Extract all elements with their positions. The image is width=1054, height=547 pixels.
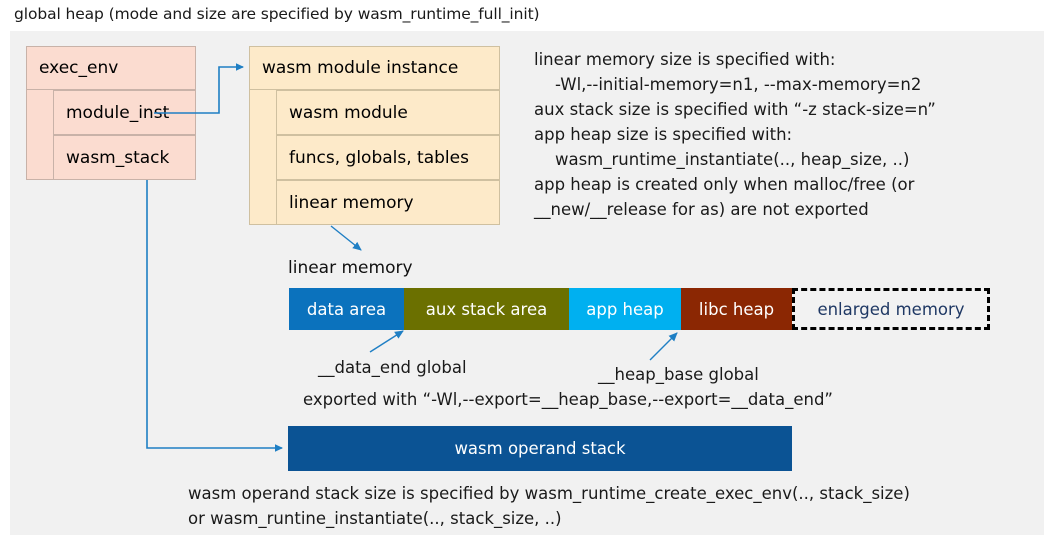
module-instance-title: wasm module instance <box>262 58 459 78</box>
memory-segment-aux-stack-area: aux stack area <box>404 288 569 330</box>
memory-segment-enlarged-memory: enlarged memory <box>792 288 990 330</box>
exec-env-field-label: wasm_stack <box>66 147 170 168</box>
page-title: global heap (mode and size are specified… <box>14 5 540 23</box>
exec-env-field-module-inst: module_inst <box>53 90 196 135</box>
module-instance-field-label: linear memory <box>289 192 414 213</box>
linear-memory-label: linear memory <box>288 258 413 278</box>
memory-segment-label: libc heap <box>698 299 775 319</box>
memory-segment-label: data area <box>306 299 387 319</box>
module-instance-field-wasm-module: wasm module <box>276 90 500 135</box>
exec-env-field-wasm-stack: wasm_stack <box>53 135 196 180</box>
annotation-data-end: __data_end global <box>318 358 467 377</box>
memory-segment-label: enlarged memory <box>817 299 965 319</box>
module-instance-field-funcs-globals-tables: funcs, globals, tables <box>276 135 500 180</box>
annotation-exported-with: exported with “-Wl,--export=__heap_base,… <box>303 390 833 409</box>
operand-stack-note: wasm operand stack size is specified by … <box>188 484 910 528</box>
exec-env-header: exec_env <box>26 46 196 90</box>
module-instance-field-label: funcs, globals, tables <box>289 147 469 168</box>
module-instance-field-label: wasm module <box>289 102 408 123</box>
module-instance-header: wasm module instance <box>249 46 500 90</box>
wasm-operand-stack-box: wasm operand stack <box>288 426 792 471</box>
memory-segment-label: aux stack area <box>425 299 548 319</box>
exec-env-field-label: module_inst <box>66 102 170 123</box>
linear-memory-notes: linear memory size is specified with: -W… <box>534 50 936 219</box>
annotation-heap-base: __heap_base global <box>598 365 759 384</box>
module-instance-field-linear-memory: linear memory <box>276 180 500 225</box>
memory-segment-data-area: data area <box>289 288 404 330</box>
exec-env-title: exec_env <box>39 58 119 78</box>
memory-segment-label: app heap <box>586 299 664 319</box>
wasm-operand-stack-label: wasm operand stack <box>454 439 626 458</box>
memory-segment-app-heap: app heap <box>569 288 681 330</box>
memory-segment-libc-heap: libc heap <box>681 288 792 330</box>
